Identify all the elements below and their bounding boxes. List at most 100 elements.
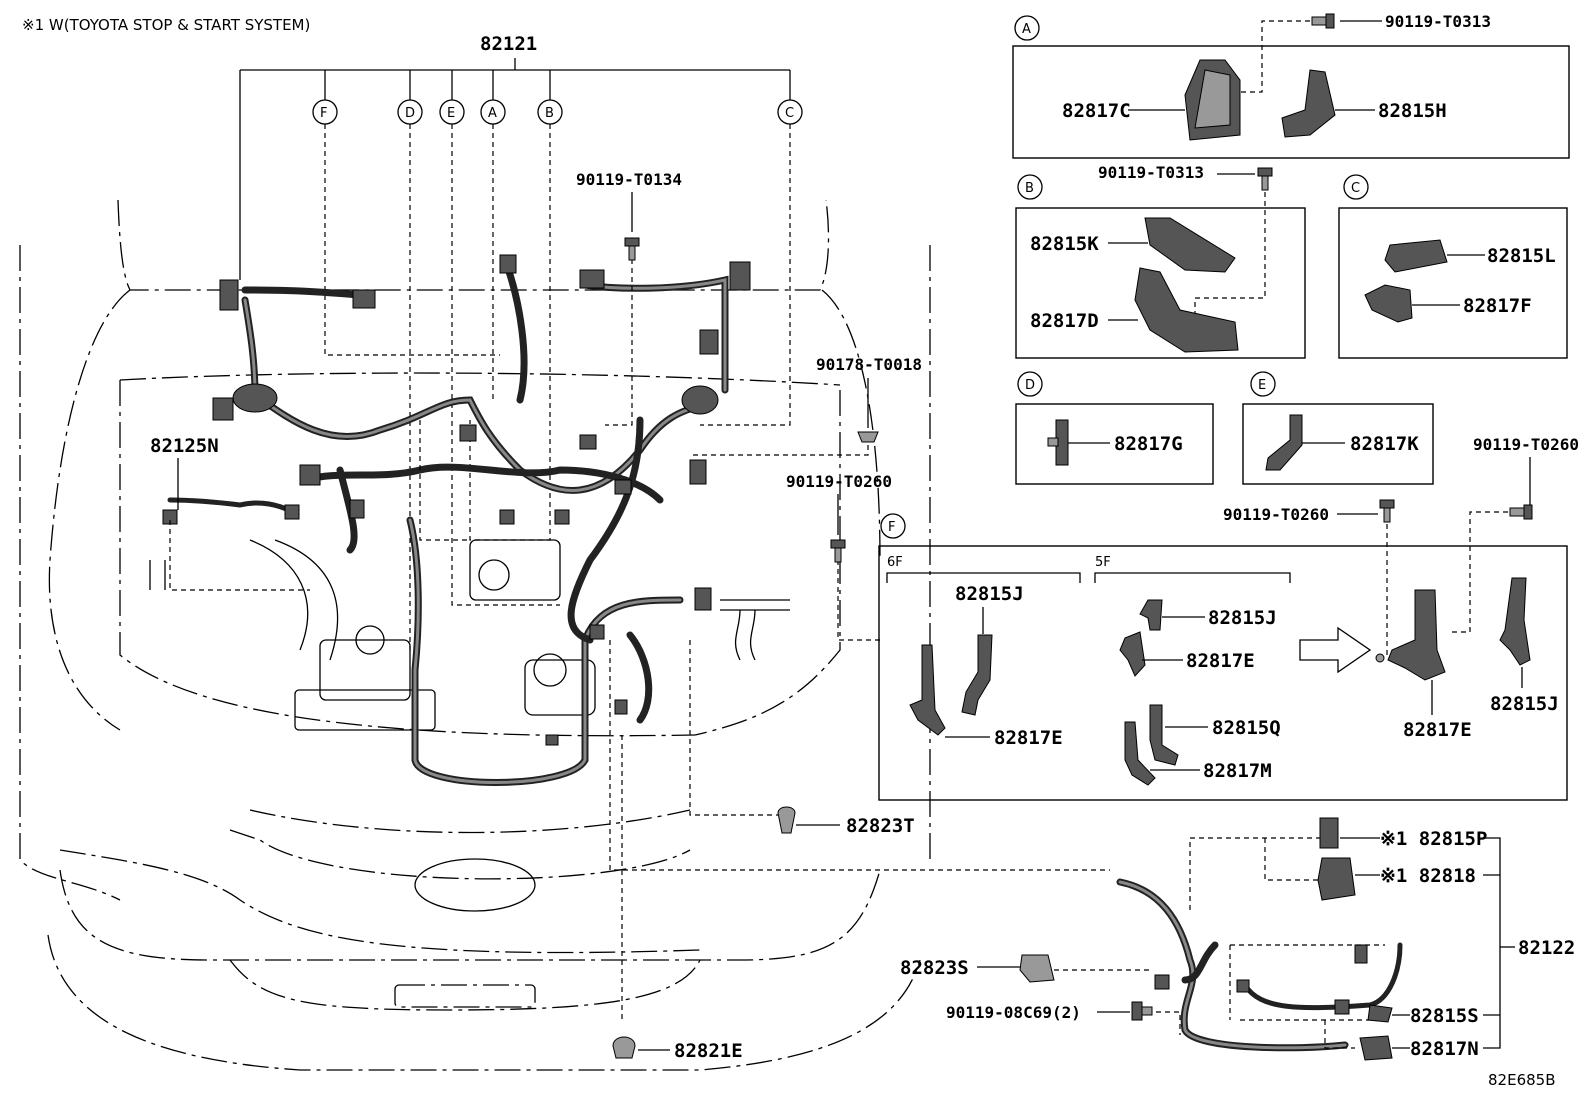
callout-B-detail: B (1017, 174, 1043, 200)
bracket-82817E-assembled (1375, 589, 1446, 681)
label-82817F: 82817F (1463, 295, 1532, 317)
detail-box-C (1338, 207, 1568, 359)
leader-T0260-mid (1375, 524, 1388, 656)
label-82122: 82122 (1518, 937, 1575, 959)
callout-D-detail: D (1017, 371, 1043, 397)
bracket-82817E-5F (1119, 631, 1146, 677)
bracket-82817D (1134, 267, 1239, 353)
label-82821E: 82821E (674, 1040, 743, 1062)
label-82125N: 82125N (150, 435, 219, 457)
label-90119-T0134: 90119-T0134 (576, 170, 682, 189)
clip-82815S (1367, 1004, 1393, 1023)
svg-text:E: E (447, 106, 455, 121)
harness-82122-leaders (1054, 837, 1385, 1049)
svg-text:F: F (320, 106, 327, 121)
main-harness-bracket (239, 58, 791, 280)
label-90119-T0260-right: 90119-T0260 (1473, 435, 1579, 454)
label-82817E-assembled: 82817E (1403, 719, 1472, 741)
label-82823T: 82823T (846, 815, 915, 837)
label-82817E-5F: 82817E (1186, 650, 1255, 672)
svg-text:B: B (1025, 181, 1034, 196)
label-82815S: 82815S (1410, 1005, 1479, 1027)
label-82815Q: 82815Q (1212, 717, 1281, 739)
bracket-82817C (1184, 59, 1241, 141)
detail-box-A (1012, 45, 1570, 159)
bracket-82817E-6F (909, 644, 946, 736)
label-82817C: 82817C (1062, 100, 1131, 122)
nut-90178-T0018 (857, 431, 879, 443)
label-90119-T0313-A: 90119-T0313 (1385, 12, 1491, 31)
part-82818 (1317, 857, 1356, 901)
clip-82823S (1019, 954, 1055, 983)
callout-E-detail: E (1250, 371, 1276, 397)
callout-A-detail: A (1014, 15, 1040, 41)
bracket-82815J-assembled (1499, 577, 1531, 666)
detail-box-E (1242, 403, 1434, 485)
svg-text:A: A (1022, 22, 1031, 37)
bolt-90119-T0313-B (1257, 167, 1273, 191)
detail-box-B (1015, 207, 1306, 359)
clip-82823T (777, 806, 796, 834)
bolt-90119-08C69 (1131, 1001, 1153, 1021)
label-82815P: ※1 82815P (1380, 828, 1487, 850)
callout-D-main: D (397, 99, 423, 125)
bolt-90119-T0134 (624, 237, 640, 261)
part-82815P (1319, 817, 1339, 849)
bracket-82815H (1281, 69, 1336, 138)
bracket-82815K (1144, 217, 1236, 273)
callout-B-main: B (537, 99, 563, 125)
vehicle-emblem (414, 858, 536, 912)
bracket-82815J-5F (1139, 599, 1163, 631)
label-82823S: 82823S (900, 957, 969, 979)
svg-text:C: C (785, 106, 794, 121)
leader-T0260-right (1450, 511, 1508, 633)
svg-text:A: A (488, 106, 497, 121)
label-5F: 5F (1095, 555, 1111, 570)
label-90119-T0260-mid: 90119-T0260 (1223, 505, 1329, 524)
bolt-90119-T0313-A (1311, 13, 1335, 29)
harness-82121 (162, 254, 751, 786)
figure-code: 82E685B (1488, 1071, 1556, 1089)
bolt-90119-T0260-right (1509, 504, 1533, 520)
svg-text:D: D (405, 106, 415, 121)
clip-82817G (1047, 419, 1069, 466)
bracket-82122 (1483, 837, 1515, 1049)
callout-C-detail: C (1343, 174, 1369, 200)
bracket-82817K (1265, 414, 1303, 471)
callout-leaders (324, 124, 791, 650)
label-82815J-6F: 82815J (955, 583, 1024, 605)
grommet-82821E (612, 1036, 636, 1059)
callout-E-main: E (439, 99, 465, 125)
label-82817D: 82817D (1030, 310, 1099, 332)
svg-text:C: C (1351, 181, 1360, 196)
callout-C-main: C (777, 99, 803, 125)
bracket-82817M (1124, 721, 1156, 786)
detail-box-D (1015, 403, 1214, 485)
callout-F-main: F (312, 99, 338, 125)
harness-82122 (1116, 878, 1403, 1052)
label-82817E-6F: 82817E (994, 727, 1063, 749)
svg-text:D: D (1025, 378, 1035, 393)
bracket-82815Q (1149, 704, 1179, 766)
label-90178-T0018: 90178-T0018 (816, 355, 922, 374)
label-82815H: 82815H (1378, 100, 1447, 122)
label-main-harness: 82121 (480, 33, 537, 55)
svg-text:F: F (888, 520, 895, 535)
detail-box-F (878, 545, 1568, 801)
bolt-90119-T0260-main (830, 539, 846, 563)
label-82818: ※1 82818 (1380, 865, 1476, 887)
bracket-82815L (1384, 239, 1448, 273)
label-82815L: 82815L (1487, 245, 1556, 267)
bracket-82817F (1364, 284, 1413, 323)
leader-A-bolt (1225, 20, 1310, 93)
svg-text:B: B (545, 106, 554, 121)
bolt-90119-T0260-mid (1379, 499, 1395, 523)
label-82815K: 82815K (1030, 233, 1099, 255)
vehicle-body-outline (19, 199, 931, 1071)
label-6F: 6F (887, 555, 903, 570)
header-note: ※1 W(TOYOTA STOP & START SYSTEM) (22, 16, 310, 34)
label-90119-08C69: 90119-08C69(2) (946, 1003, 1081, 1022)
callout-F-detail: F (880, 513, 906, 539)
engine-components (149, 539, 790, 731)
